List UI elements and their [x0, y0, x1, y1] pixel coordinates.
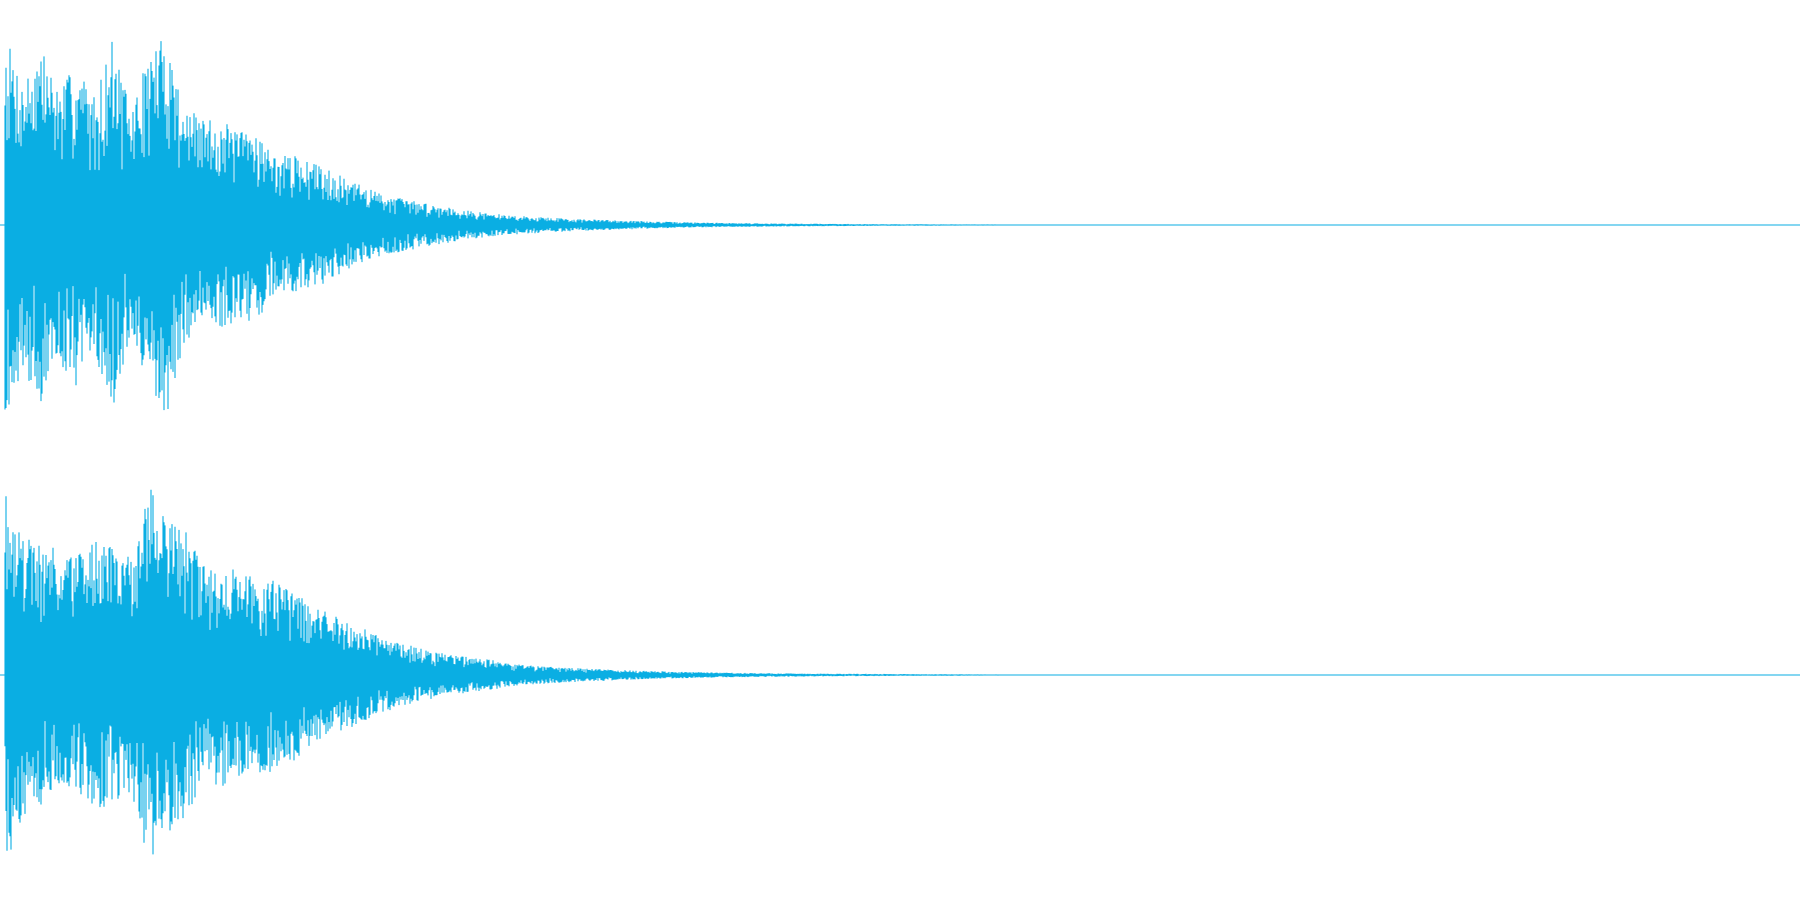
channel-1-signal — [4, 41, 1113, 411]
channel-1-waveform — [0, 41, 1800, 411]
channel-2-signal — [4, 489, 1080, 855]
channel-2-waveform — [0, 489, 1800, 855]
